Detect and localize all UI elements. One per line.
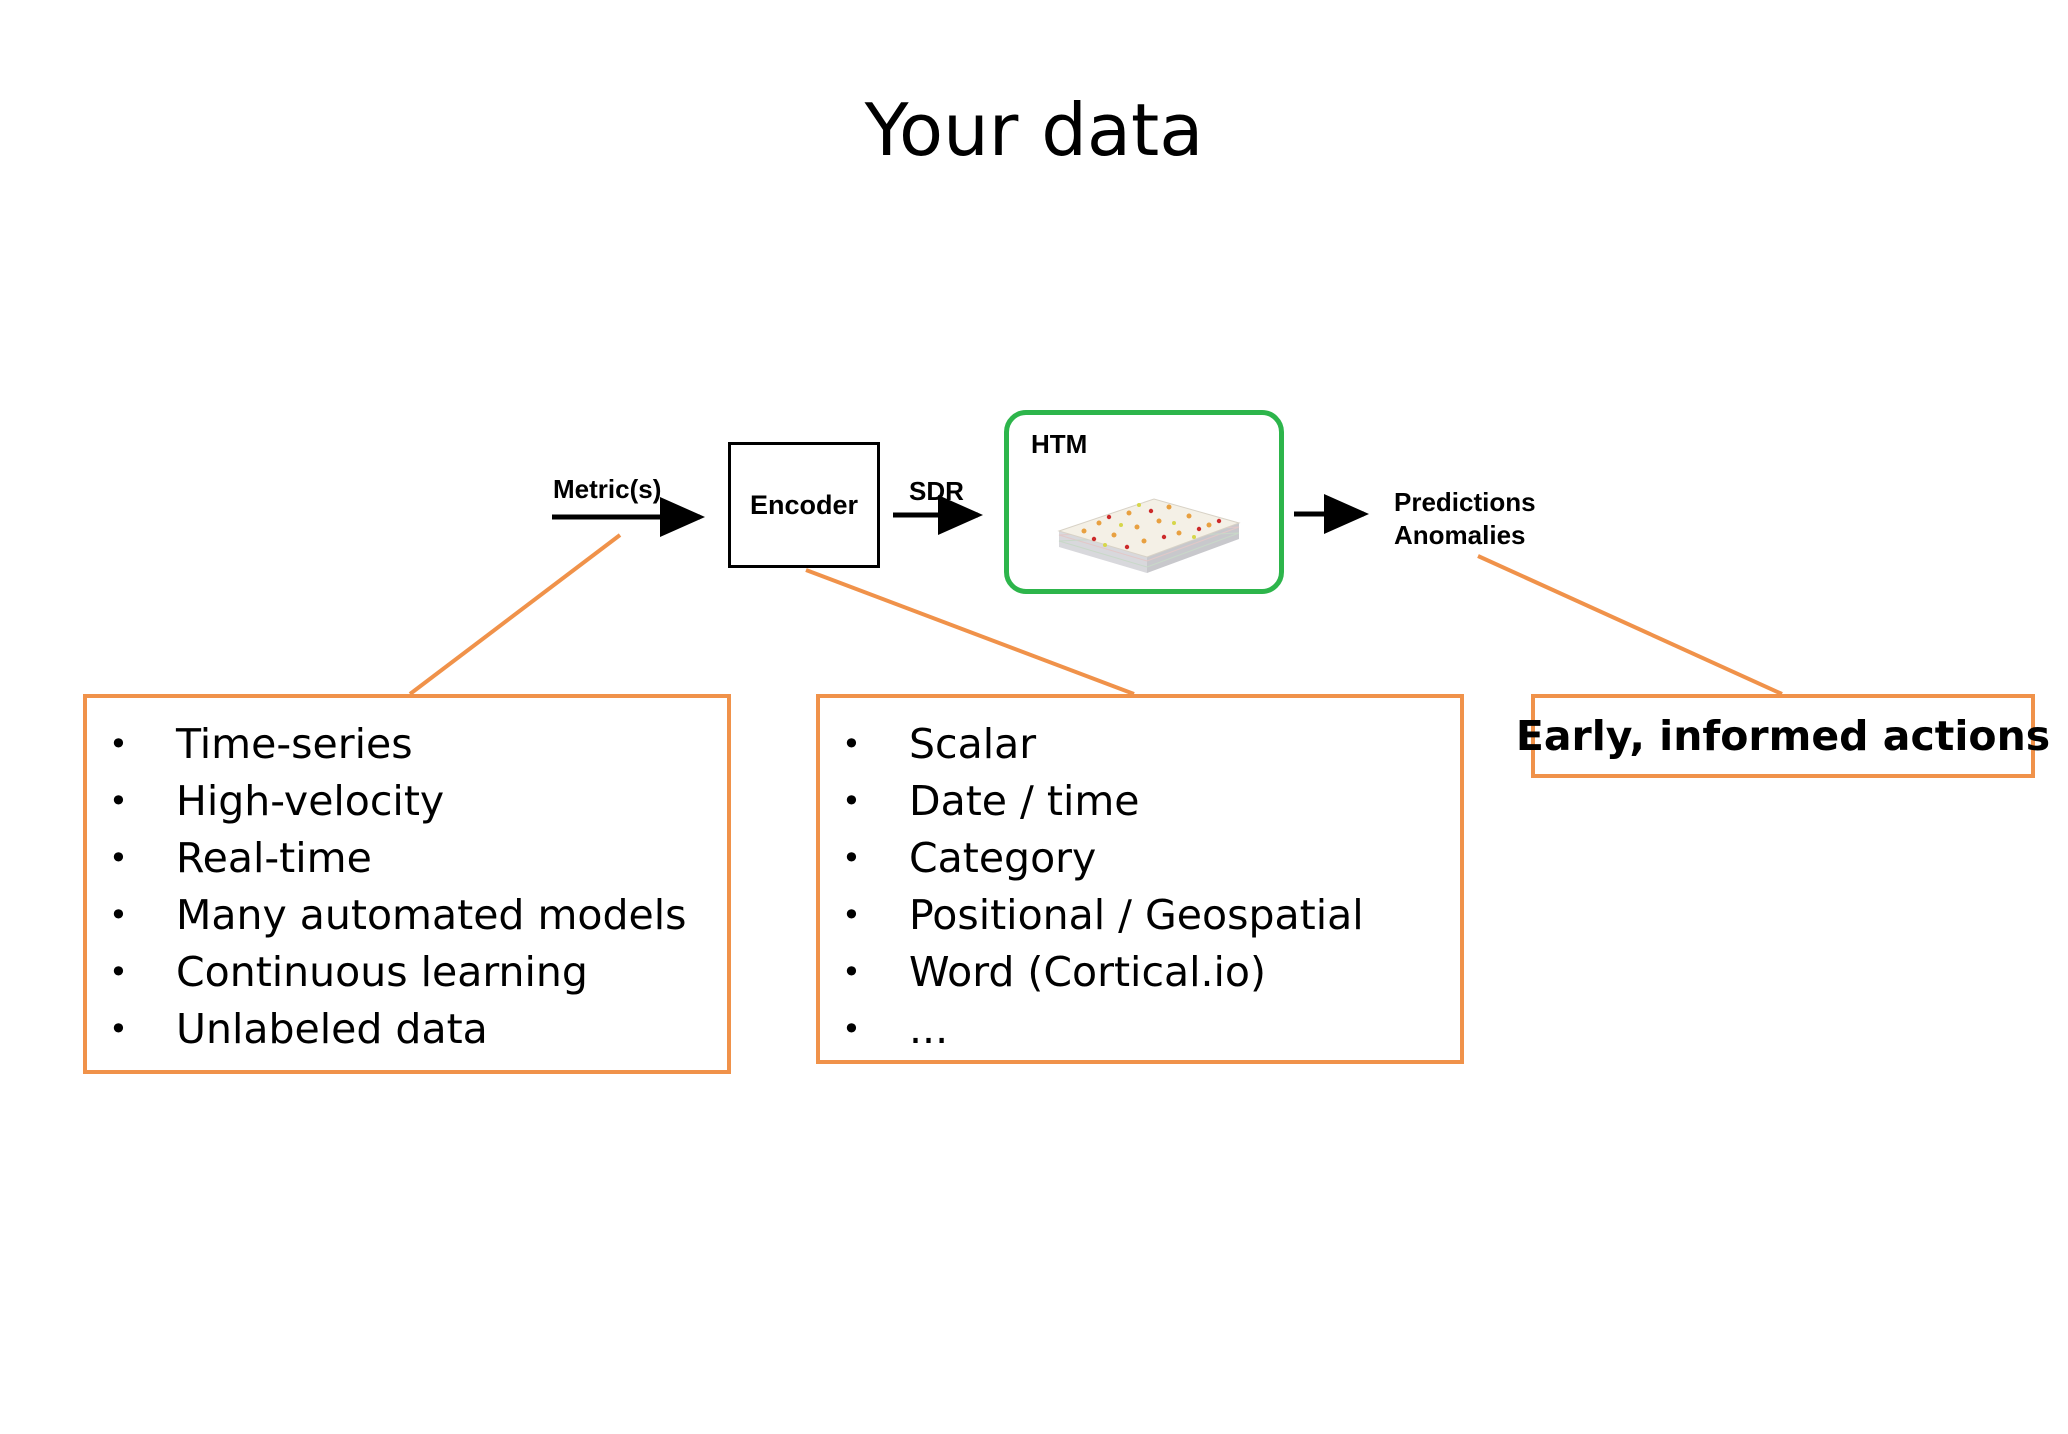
encoder-block: Encoder <box>728 442 880 568</box>
bullet-icon: • <box>842 1010 861 1048</box>
list-item: •Date / time <box>842 773 1364 830</box>
outputs-labels: Predictions Anomalies <box>1394 486 1536 552</box>
list-item: •Scalar <box>842 716 1364 773</box>
htm-label: HTM <box>1031 429 1088 459</box>
bullet-icon: • <box>842 782 861 820</box>
data-callout-line <box>408 533 622 696</box>
bullet-icon: • <box>109 896 128 934</box>
bullet-icon: • <box>842 896 861 934</box>
encoder-types-box: •Scalar •Date / time •Category •Position… <box>816 694 1464 1064</box>
list-item: •Category <box>842 830 1364 887</box>
outputs-callout-line <box>1477 554 1783 696</box>
list-item: •... <box>842 1001 1364 1058</box>
data-properties-box: •Time-series •High-velocity •Real-time •… <box>83 694 731 1074</box>
list-item: •Unlabeled data <box>109 1001 687 1058</box>
list-item: •Positional / Geospatial <box>842 887 1364 944</box>
bullet-icon: • <box>842 725 861 763</box>
bullet-icon: • <box>109 953 128 991</box>
bullet-icon: • <box>109 725 128 763</box>
bullet-icon: • <box>109 782 128 820</box>
encoder-label: Encoder <box>749 489 859 520</box>
sdr-label: SDR <box>909 476 964 506</box>
htm-layer-cube-image <box>1057 498 1241 573</box>
list-item: •Many automated models <box>109 887 687 944</box>
list-item: •Word (Cortical.io) <box>842 944 1364 1001</box>
bullet-icon: • <box>842 839 861 877</box>
bullet-icon: • <box>109 1010 128 1048</box>
encoder-types-list: •Scalar •Date / time •Category •Position… <box>842 716 1364 1058</box>
metrics-label: Metric(s) <box>553 474 662 504</box>
encoder-callout-line <box>805 568 1135 696</box>
list-item: •High-velocity <box>109 773 687 830</box>
slide-title: Your data <box>864 88 1204 172</box>
list-item: •Time-series <box>109 716 687 773</box>
htm-block: HTM <box>1004 410 1284 594</box>
list-item: •Real-time <box>109 830 687 887</box>
early-actions-label: Early, informed actions <box>1515 712 2051 760</box>
predictions-label: Predictions <box>1394 487 1536 517</box>
bullet-icon: • <box>842 953 861 991</box>
early-actions-box: Early, informed actions <box>1516 694 2050 778</box>
data-properties-list: •Time-series •High-velocity •Real-time •… <box>109 716 687 1058</box>
list-item: •Continuous learning <box>109 944 687 1001</box>
anomalies-label: Anomalies <box>1394 520 1526 550</box>
bullet-icon: • <box>109 839 128 877</box>
